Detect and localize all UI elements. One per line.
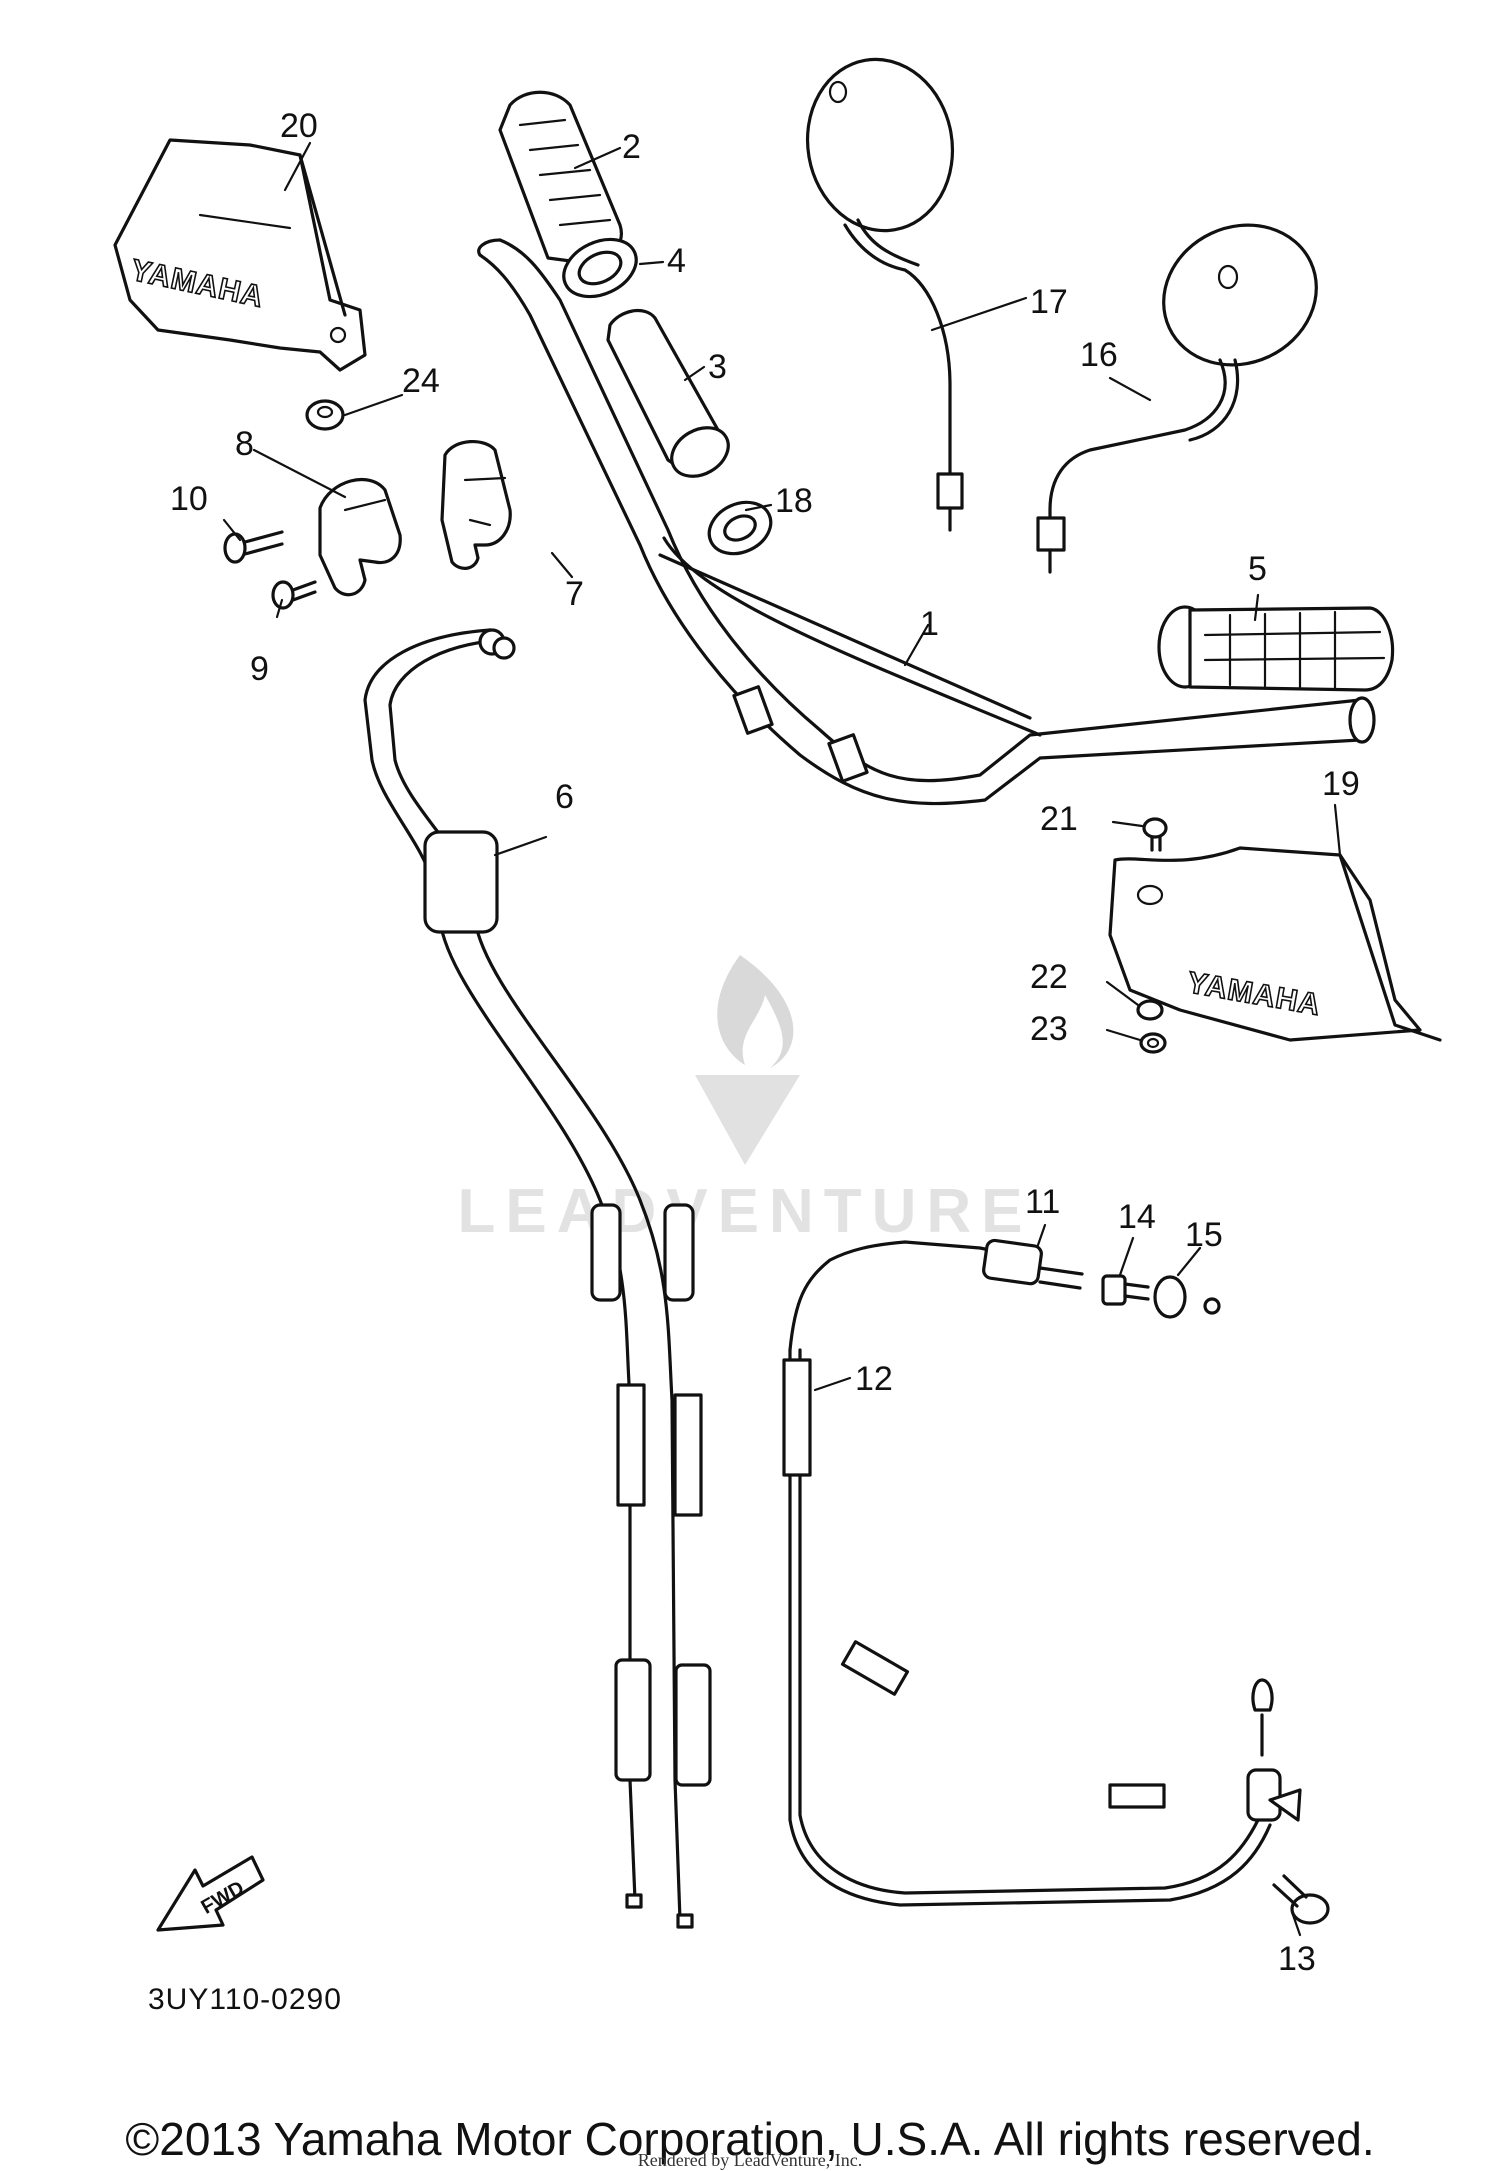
spacer-ring — [707, 500, 773, 556]
callout-13: 13 — [1278, 1940, 1316, 1978]
handguard-left: YAMAHA — [113, 138, 367, 372]
callout-4: 4 — [667, 242, 686, 280]
diagram-code: 3UY110-0290 — [148, 1983, 342, 2016]
callout-11: 11 — [1025, 1183, 1060, 1221]
left-grip — [1157, 605, 1395, 692]
throttle-cables — [363, 628, 712, 1929]
grip-collar — [562, 237, 638, 299]
callout-21: 21 — [1040, 800, 1078, 838]
leadventure-watermark: LEADVENTURE — [457, 955, 1032, 1246]
rendered-by-note: Rendered by LeadVenture, Inc. — [637, 2150, 863, 2170]
callout-16: 16 — [1080, 336, 1118, 374]
callout-17: 17 — [1030, 283, 1068, 321]
callout-14: 14 — [1118, 1198, 1156, 1236]
clutch-cable — [782, 1240, 1302, 1907]
throttle-clamp-8 — [318, 478, 402, 597]
callout-8: 8 — [235, 425, 254, 463]
copyright-notice: ©2013 Yamaha Motor Corporation, U.S.A. A… — [125, 2113, 1375, 2165]
fwd-arrow-icon: FWD — [156, 1855, 265, 1932]
mirror-right — [1036, 223, 1318, 574]
callout-1: 1 — [920, 605, 939, 643]
callout-9: 9 — [250, 650, 269, 688]
screw-9 — [271, 580, 317, 610]
callout-10: 10 — [170, 480, 208, 518]
washer-22 — [1136, 999, 1164, 1021]
washer-15 — [1153, 1275, 1221, 1319]
callout-5: 5 — [1248, 550, 1267, 588]
throttle-clamp-7 — [440, 439, 512, 570]
throttle-tube — [606, 308, 730, 478]
callout-22: 22 — [1030, 958, 1068, 996]
callout-24: 24 — [402, 362, 440, 400]
screw-10 — [223, 530, 284, 564]
callout-23: 23 — [1030, 1010, 1068, 1048]
callout-2: 2 — [622, 128, 641, 166]
callout-7: 7 — [565, 575, 584, 613]
nut-24 — [305, 399, 345, 431]
mirror-left — [805, 57, 964, 532]
handlebar — [477, 238, 1376, 806]
locknut-14 — [1101, 1274, 1150, 1306]
nut-23 — [1139, 1032, 1167, 1054]
callout-15: 15 — [1185, 1216, 1223, 1254]
callout-20: 20 — [280, 107, 318, 145]
handguard-right: YAMAHA — [1108, 846, 1442, 1042]
cable-adjuster — [982, 1238, 1084, 1290]
watermark-text: LEADVENTURE — [457, 1177, 1032, 1246]
throttle-grip — [498, 90, 623, 265]
callout-3: 3 — [708, 348, 727, 386]
screw-21 — [1142, 817, 1168, 852]
leader-lines — [222, 141, 1342, 1937]
callout-18: 18 — [775, 482, 813, 520]
bolt-13 — [1272, 1874, 1330, 1925]
callout-12: 12 — [855, 1360, 893, 1398]
callout-19: 19 — [1322, 765, 1360, 803]
callout-numbers: 1 2 3 4 5 6 7 8 9 10 11 12 13 14 15 16 1… — [170, 107, 1360, 1978]
callout-6: 6 — [555, 778, 574, 816]
